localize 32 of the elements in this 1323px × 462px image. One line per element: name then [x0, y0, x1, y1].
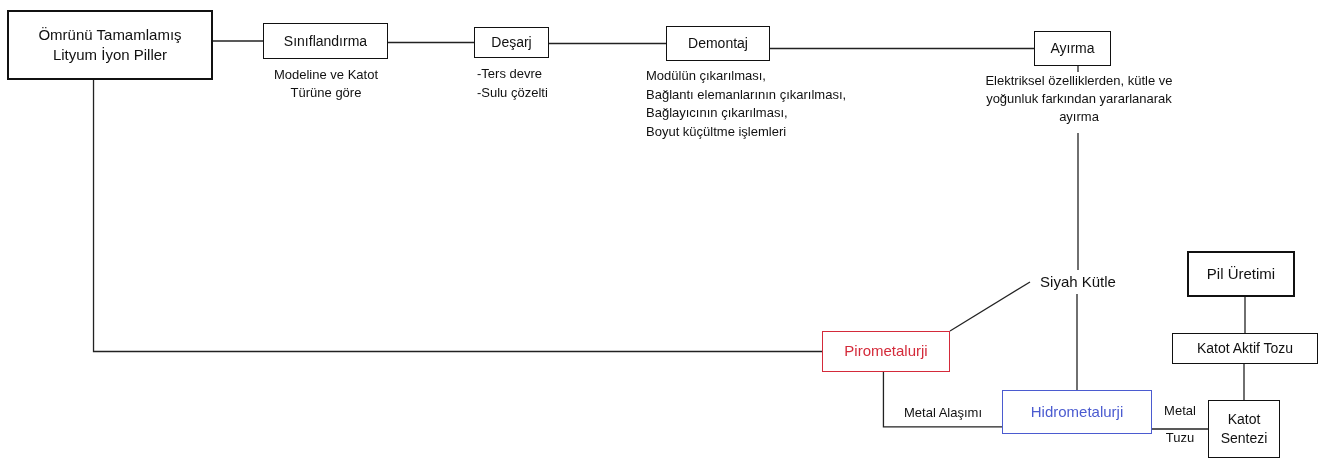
process-box: Pirometalurji — [822, 331, 950, 372]
connector-line — [212, 40, 264, 42]
process-box: Sınıflandırma — [263, 23, 388, 59]
process-box: Katot Sentezi — [1208, 400, 1280, 458]
connector-line — [1244, 296, 1246, 334]
connector-line — [1077, 65, 1079, 271]
connector-line — [92, 79, 823, 353]
process-box: Demontaj — [666, 26, 770, 61]
connector-line — [1151, 428, 1209, 430]
process-box: Deşarj — [474, 27, 549, 58]
connector-line — [1076, 293, 1078, 391]
connector-line — [1243, 363, 1245, 401]
connector-line — [548, 42, 667, 45]
process-box: Katot Aktif Tozu — [1172, 333, 1318, 364]
step-note: Boyut küçültme işlemleri — [646, 122, 788, 141]
step-note: -Ters devre — [477, 65, 544, 83]
process-box: Ayırma — [1034, 31, 1111, 66]
connector-line — [882, 371, 1003, 428]
process-box: Pil Üretimi — [1187, 251, 1295, 297]
connector-line — [769, 47, 1035, 50]
step-note: Modülün çıkarılması, — [646, 67, 767, 85]
connector-line — [949, 281, 1031, 332]
step-note: Bağlayıcının çıkarılması, — [646, 104, 789, 122]
edge-label: Metal Alaşımı — [903, 405, 983, 422]
edge-label: Metal Tuzu — [1163, 402, 1197, 447]
step-note: Modeline ve Katot Türüne göre — [272, 66, 380, 103]
node-text: Siyah Kütle — [1028, 270, 1128, 294]
step-note: -Sulu çözelti — [477, 83, 549, 102]
step-note: Bağlantı elemanlarının çıkarılması, — [646, 85, 848, 104]
process-box: Hidrometalurji — [1002, 390, 1152, 434]
process-box: Ömrünü Tamamlamış Lityum İyon Piller — [7, 10, 213, 80]
connector-line — [387, 41, 475, 44]
